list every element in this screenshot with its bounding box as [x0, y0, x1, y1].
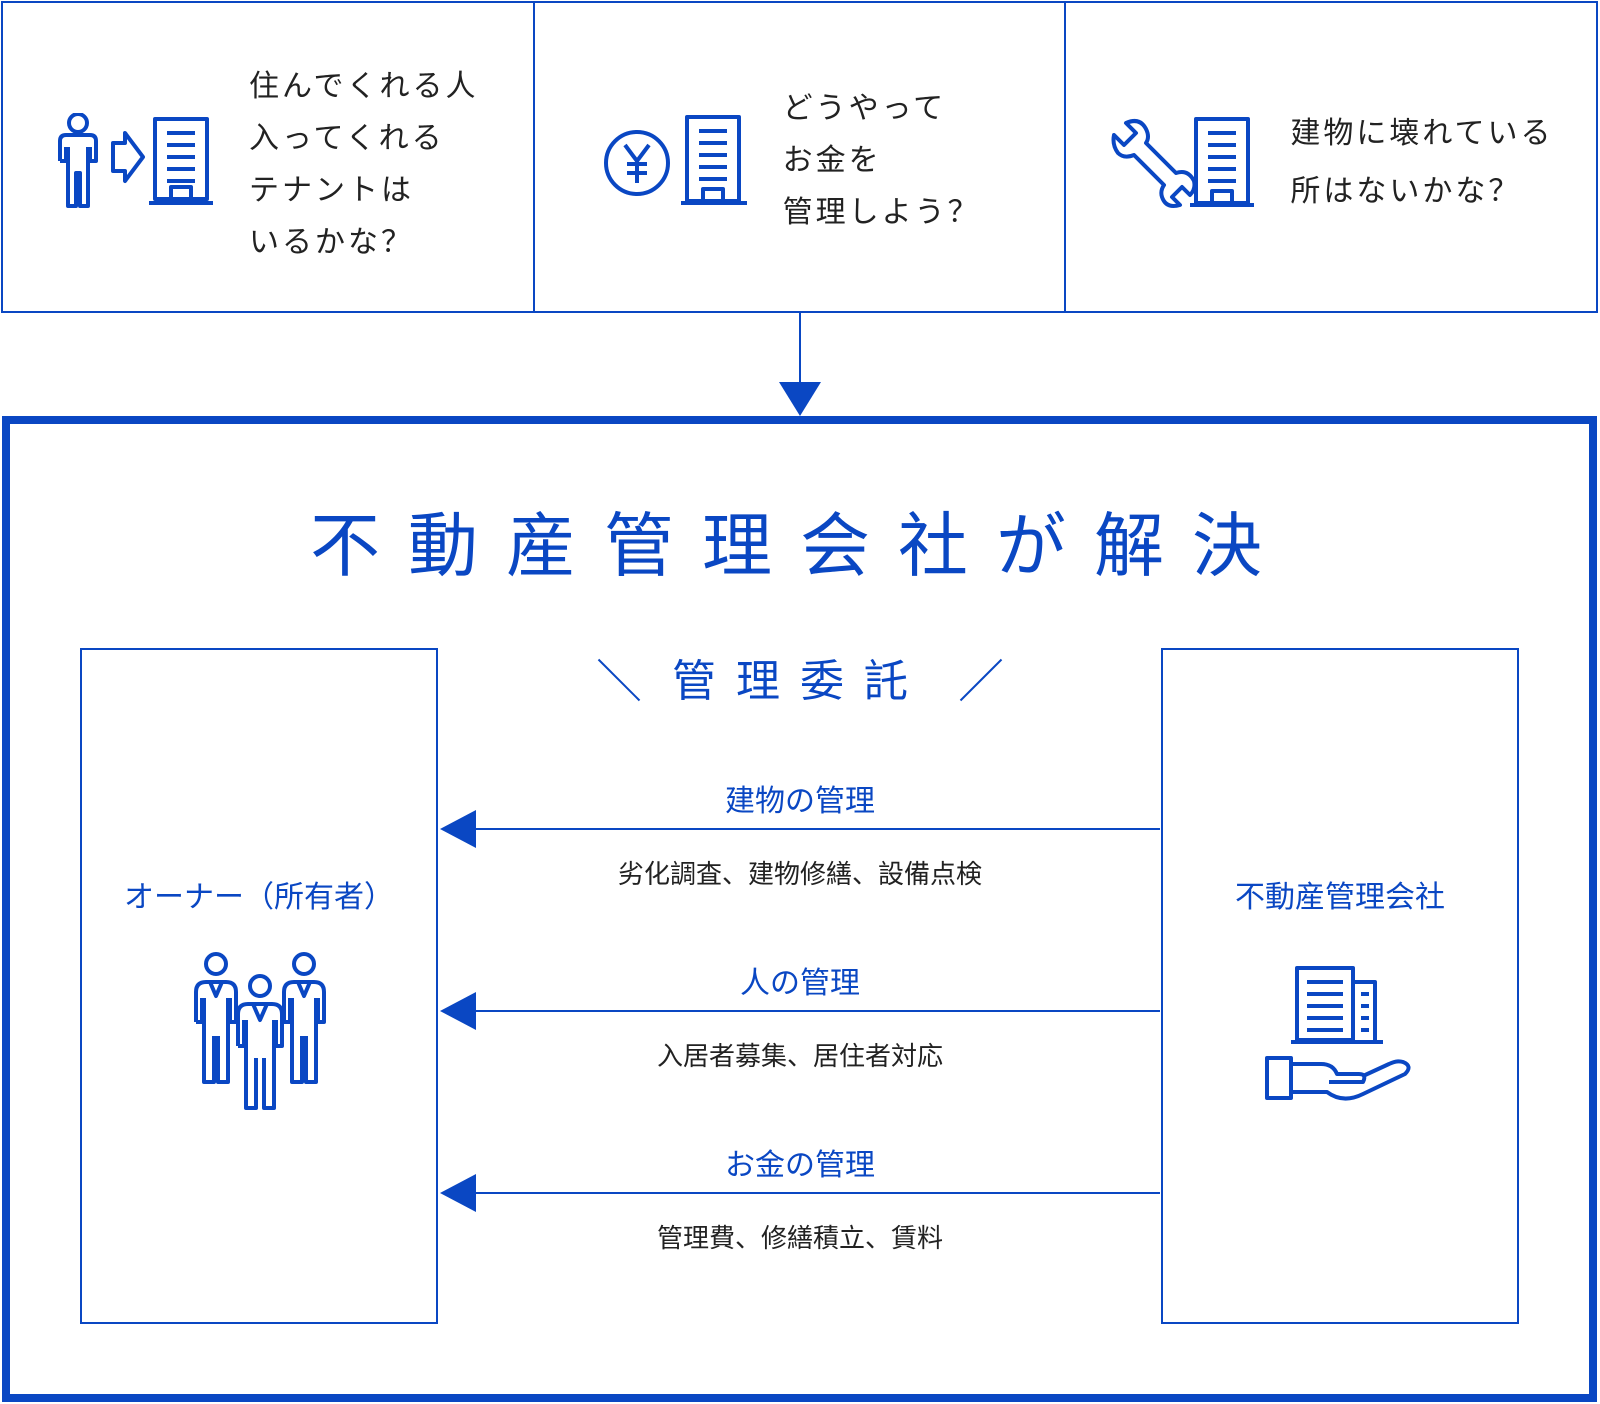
- flow-description: 管理費、修繕積立、賃料: [656, 1224, 943, 1254]
- concern-money: どうやって お金を 管理しよう？: [532, 3, 1065, 311]
- arrow-left-icon: [440, 992, 476, 1030]
- arrow-left-icon: [440, 810, 476, 848]
- wrench-building-icon: [1111, 117, 1255, 208]
- question-line: どうやって: [782, 91, 947, 126]
- question-line: お金を: [782, 143, 882, 178]
- question-line: 所はないかな？: [1290, 174, 1522, 209]
- owner-label: オーナー（所有者）: [124, 880, 394, 915]
- company-box: 不動産管理会社: [1161, 648, 1519, 1324]
- flow-title: 建物の管理: [725, 784, 875, 819]
- question-line: いるかな？: [249, 225, 414, 260]
- question-line: 管理しよう？: [782, 195, 981, 230]
- flow-people-management: 人の管理 入居者募集、居住者対応: [440, 958, 1160, 1072]
- owner-box: オーナー（所有者）: [80, 648, 438, 1324]
- flow-building-management: 建物の管理 劣化調査、建物修繕、設備点検: [440, 776, 1160, 890]
- flow-title: お金の管理: [725, 1148, 875, 1183]
- connector-line: [799, 313, 801, 383]
- entrust-header: 管理委託: [0, 645, 1600, 707]
- question-line: 建物に壊れている: [1290, 116, 1554, 151]
- solution-title: 不動産管理会社が解決: [310, 505, 1290, 587]
- entrust-label: 管理委託: [672, 656, 928, 707]
- person-to-building-icon: [58, 113, 213, 208]
- arrow-down-icon: [779, 382, 821, 416]
- owners-group-icon: [194, 952, 326, 1110]
- flow-description: 劣化調査、建物修繕、設備点検: [617, 860, 982, 890]
- flow-line: [474, 1010, 1160, 1012]
- question-line: 入ってくれる: [249, 121, 445, 156]
- question-line: 住んでくれる人: [249, 69, 479, 104]
- solution-box: [2, 416, 1597, 1402]
- concern-tenant: 住んでくれる人 入ってくれる テナントは いるかな？: [3, 3, 533, 311]
- flow-line: [474, 1192, 1160, 1194]
- concern-money-text: どうやって お金を 管理しよう？: [783, 83, 981, 239]
- yen-building-icon: [603, 115, 747, 205]
- flow-description: 入居者募集、居住者対応: [656, 1042, 943, 1072]
- question-line: テナントは: [249, 173, 414, 208]
- company-label: 不動産管理会社: [1235, 880, 1445, 915]
- flow-title: 人の管理: [740, 966, 860, 1001]
- arrow-left-icon: [440, 1174, 476, 1212]
- concern-repair-text: 建物に壊れている 所はないかな？: [1290, 105, 1553, 221]
- building-on-hand-icon: [1265, 966, 1411, 1101]
- flow-line: [474, 828, 1160, 830]
- flow-money-management: お金の管理 管理費、修繕積立、賃料: [440, 1140, 1160, 1254]
- concerns-row: 住んでくれる人 入ってくれる テナントは いるかな？ どうやって お金を 管理し…: [1, 1, 1598, 313]
- concern-repair: 建物に壊れている 所はないかな？: [1064, 3, 1596, 311]
- concern-tenant-text: 住んでくれる人 入ってくれる テナントは いるかな？: [249, 61, 479, 269]
